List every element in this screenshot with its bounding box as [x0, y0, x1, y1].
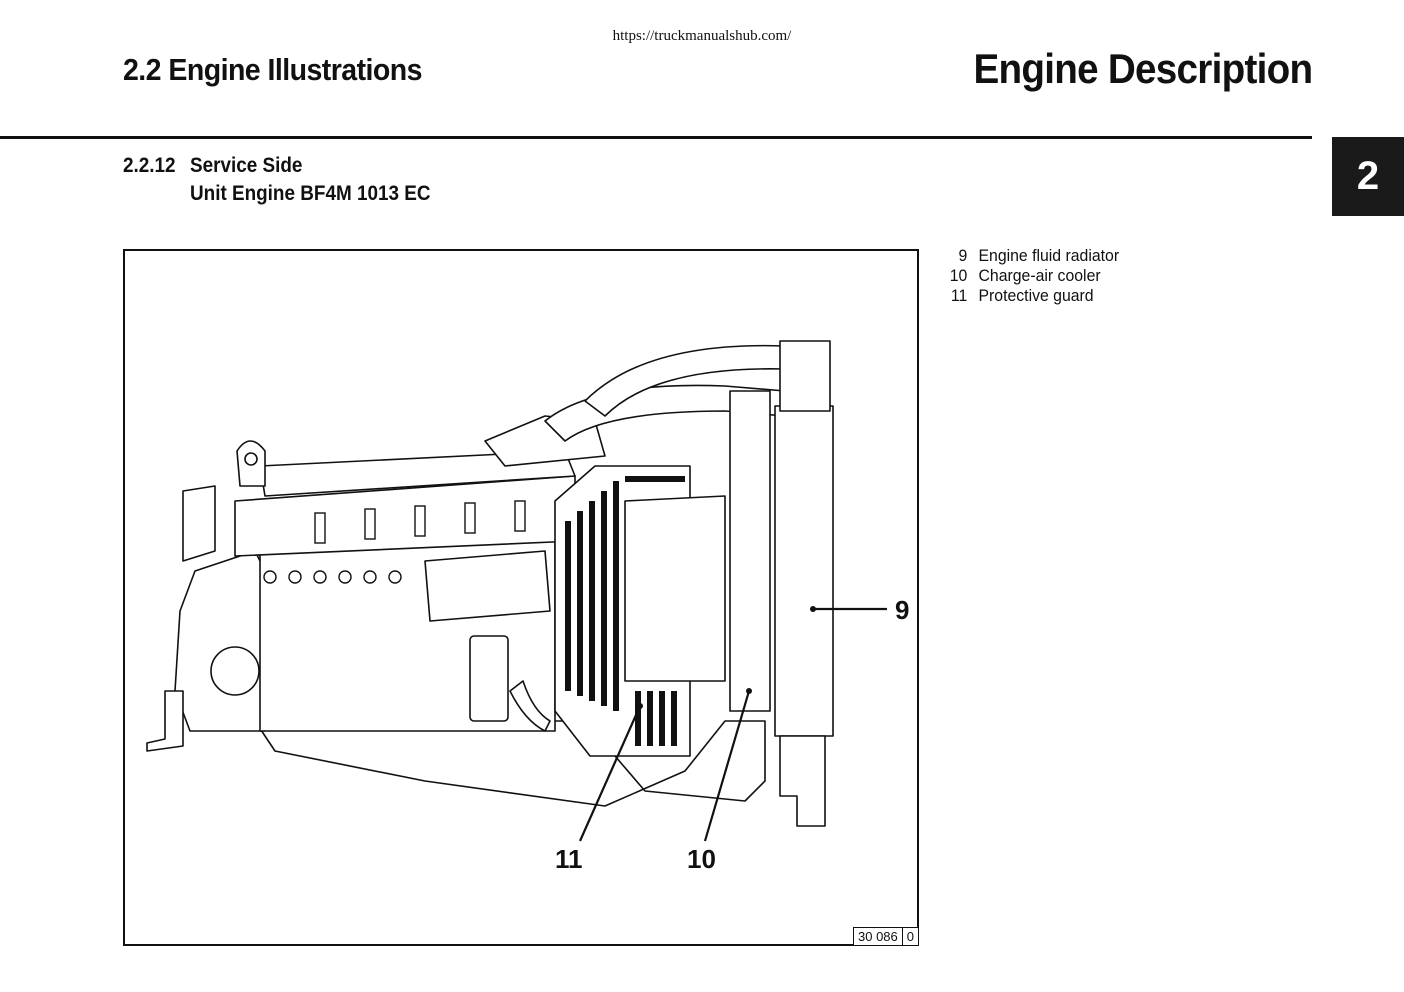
legend-item-number: 11	[950, 286, 968, 305]
legend-item-text: Charge-air cooler	[978, 266, 1101, 285]
callout-9: 9	[895, 595, 909, 625]
engine-drawing: 9 10 11	[146, 340, 909, 874]
callout-11: 11	[555, 844, 583, 874]
chapter-tab: 2	[1332, 137, 1404, 216]
source-url[interactable]: https://truckmanualshub.com/	[612, 28, 792, 44]
figure-ref-suffix: 0	[902, 927, 919, 946]
legend-item-number: 9	[958, 246, 968, 265]
header-rule	[0, 136, 1312, 139]
legend-item-text: Engine fluid radiator	[978, 246, 1120, 265]
legend-item: 11 Protective guard	[945, 286, 1119, 306]
figure-reference-code: 30 086 0	[853, 927, 919, 946]
figure-ref-number: 30 086	[853, 927, 903, 946]
legend-item: 10 Charge-air cooler	[945, 266, 1119, 286]
callout-10: 10	[687, 844, 716, 874]
chapter-title: Engine Description	[973, 45, 1313, 92]
subsection-number: 2.2.12	[123, 154, 176, 177]
legend-item: 9 Engine fluid radiator	[945, 246, 1120, 266]
legend-item-text: Protective guard	[978, 286, 1094, 305]
figure-legend: 9 Engine fluid radiator 10 Charge-air co…	[945, 246, 1119, 306]
legend-item-number: 10	[949, 266, 968, 285]
subsection-title-line2: Unit Engine BF4M 1013 EC	[190, 182, 431, 205]
section-title: 2.2 Engine Illustrations	[123, 52, 423, 87]
subsection-title-line1: Service Side	[190, 154, 303, 177]
engine-figure: 9 10 11 30 086 0	[123, 249, 919, 946]
